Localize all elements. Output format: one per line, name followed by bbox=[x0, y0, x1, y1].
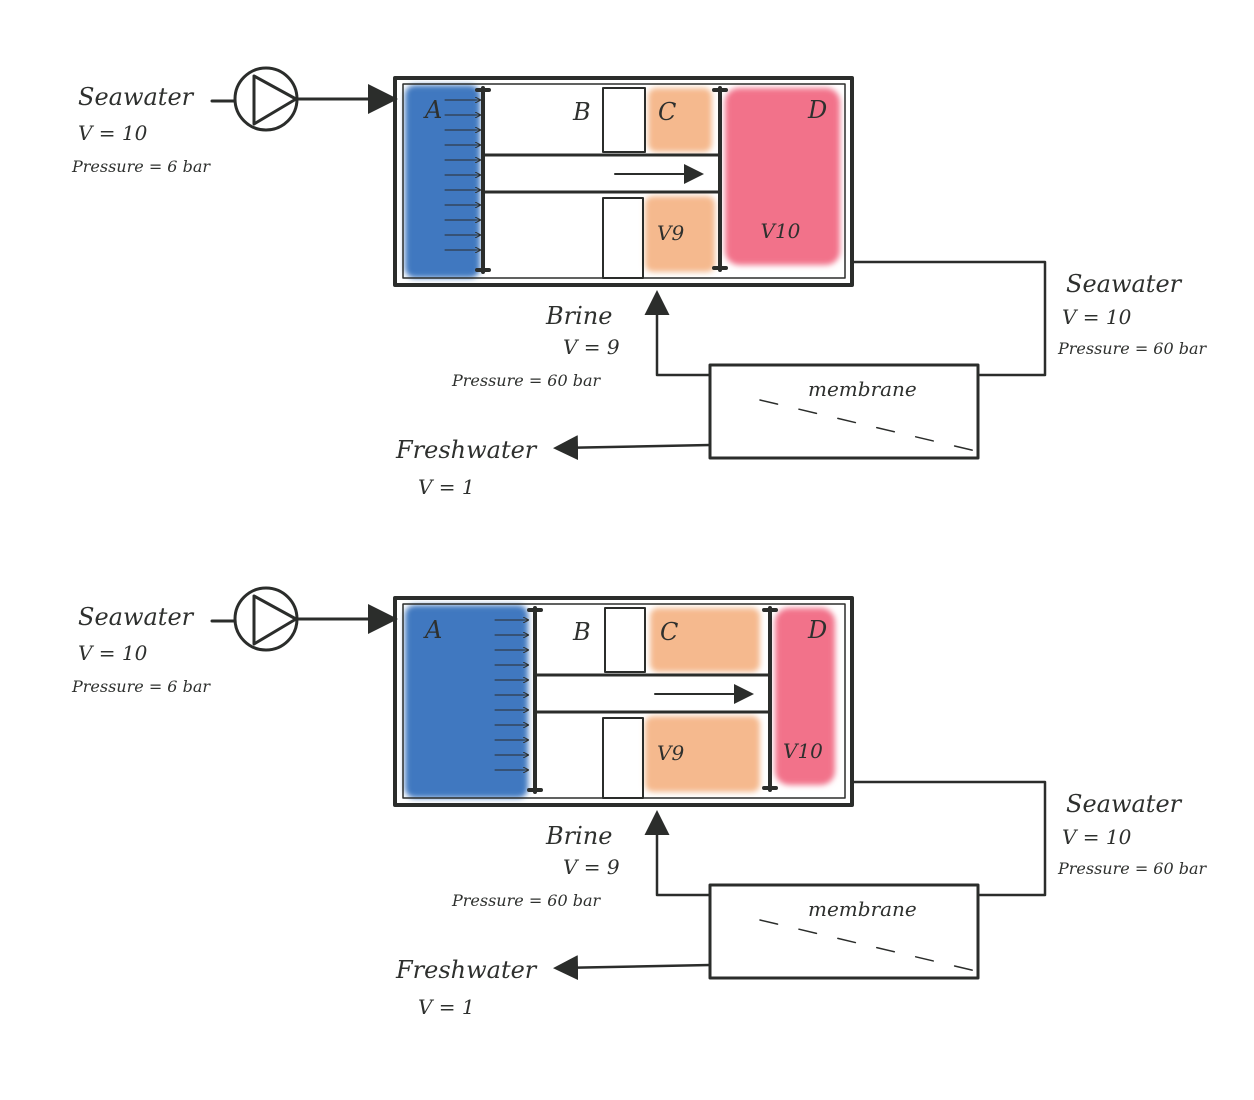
outlet-volume: V = 10 bbox=[1062, 825, 1132, 849]
outlet-volume: V = 10 bbox=[1062, 305, 1132, 329]
high-pressure-line bbox=[850, 260, 1047, 377]
chamber-c-label: C bbox=[660, 618, 678, 646]
brine-return-arrow bbox=[644, 810, 712, 897]
high-pressure-line bbox=[850, 780, 1047, 897]
chamber-d-volume: V10 bbox=[783, 739, 823, 763]
hatched-block-upper bbox=[604, 607, 646, 673]
outlet-label: Seawater bbox=[1066, 270, 1183, 298]
freshwater-label: Freshwater bbox=[395, 436, 538, 464]
freshwater-arrow bbox=[553, 435, 712, 461]
chamber-d-label: D bbox=[807, 616, 827, 644]
brine-label: Brine bbox=[545, 302, 612, 330]
inlet-pressure: Pressure = 6 bar bbox=[71, 677, 211, 696]
freshwater-volume: V = 1 bbox=[418, 475, 475, 499]
outlet-label: Seawater bbox=[1066, 790, 1183, 818]
pump-triangle-icon bbox=[252, 74, 298, 126]
chamber-c-lower-fill bbox=[645, 716, 760, 792]
piston-left-plate bbox=[527, 606, 543, 794]
freshwater-arrow bbox=[553, 955, 712, 981]
chamber-b-label: B bbox=[572, 618, 591, 646]
hatched-block-lower bbox=[602, 197, 644, 279]
chamber-a-label: A bbox=[423, 96, 442, 124]
chamber-a-fill bbox=[405, 605, 528, 798]
membrane-divider bbox=[759, 399, 981, 453]
pump-icon bbox=[233, 586, 299, 652]
membrane-module bbox=[708, 883, 980, 980]
chamber-c-volume: V9 bbox=[657, 221, 684, 245]
chamber-a-fill bbox=[405, 85, 480, 278]
piston-left-plate bbox=[475, 86, 491, 274]
brine-volume: V = 9 bbox=[563, 335, 620, 359]
chamber-b-label: B bbox=[572, 98, 591, 126]
membrane-label: membrane bbox=[808, 897, 917, 921]
chamber-c-fill bbox=[650, 608, 760, 672]
chamber-a-label: A bbox=[423, 616, 442, 644]
brine-pressure: Pressure = 60 bar bbox=[451, 371, 602, 390]
freshwater-label: Freshwater bbox=[395, 956, 538, 984]
freshwater-volume: V = 1 bbox=[418, 995, 475, 1019]
chamber-c-lower-fill bbox=[645, 196, 715, 272]
membrane-label: membrane bbox=[808, 377, 917, 401]
piston-rod bbox=[533, 673, 772, 714]
chamber-c-label: C bbox=[658, 98, 676, 126]
chamber-c-fill bbox=[648, 88, 712, 152]
inlet-label: Seawater bbox=[78, 603, 195, 631]
brine-label: Brine bbox=[545, 822, 612, 850]
inlet-volume: V = 10 bbox=[78, 641, 148, 665]
inlet-volume: V = 10 bbox=[78, 121, 148, 145]
membrane-module bbox=[708, 363, 980, 460]
chamber-d-fill bbox=[775, 608, 835, 785]
inlet-label: Seawater bbox=[78, 83, 195, 111]
cylinder-housing bbox=[393, 596, 854, 807]
membrane-divider bbox=[759, 919, 981, 973]
piston-right-plate bbox=[712, 86, 728, 272]
chamber-d-fill bbox=[725, 88, 840, 265]
piston-rod bbox=[481, 153, 722, 194]
brine-pressure: Pressure = 60 bar bbox=[451, 891, 602, 910]
chamber-d-volume: V10 bbox=[761, 219, 801, 243]
chamber-d-label: D bbox=[807, 96, 827, 124]
pump-icon bbox=[233, 66, 299, 132]
cylinder-housing bbox=[393, 76, 854, 287]
brine-volume: V = 9 bbox=[563, 855, 620, 879]
chamber-c-volume: V9 bbox=[657, 741, 684, 765]
cylinder-inner-wall bbox=[402, 83, 846, 279]
outlet-pressure: Pressure = 60 bar bbox=[1057, 339, 1208, 358]
cylinder-inner-wall bbox=[402, 603, 846, 799]
pump-triangle-icon bbox=[252, 594, 298, 646]
outlet-pressure: Pressure = 60 bar bbox=[1057, 859, 1208, 878]
hatched-block-lower bbox=[602, 717, 644, 799]
hatched-block-upper bbox=[602, 87, 646, 153]
inlet-pressure: Pressure = 6 bar bbox=[71, 157, 211, 176]
brine-return-arrow bbox=[644, 290, 712, 377]
piston-right-plate bbox=[762, 606, 778, 792]
